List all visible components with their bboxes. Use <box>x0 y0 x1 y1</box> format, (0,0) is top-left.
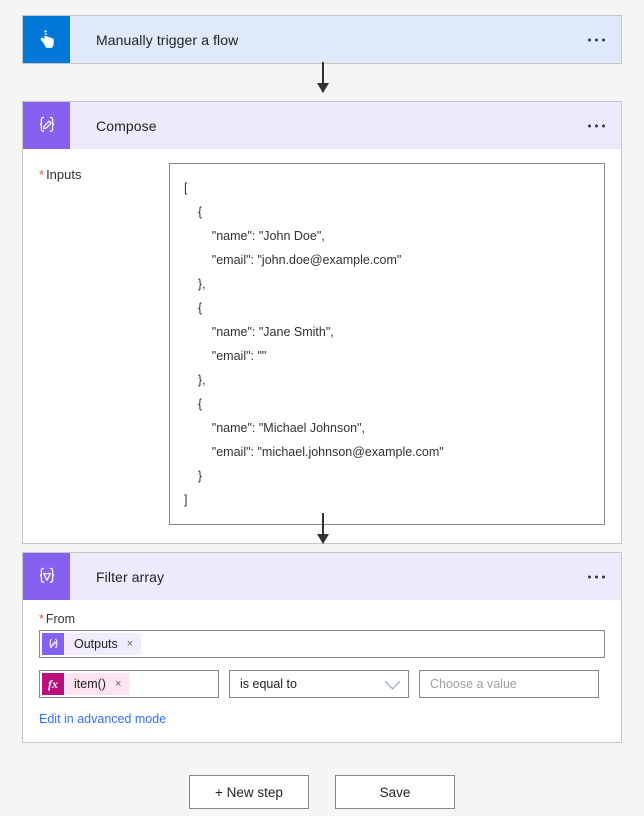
operator-selected-value: is equal to <box>240 677 297 691</box>
trigger-title: Manually trigger a flow <box>96 31 239 48</box>
close-icon[interactable]: × <box>114 677 122 690</box>
item-function-token[interactable]: fx item() × <box>42 673 130 695</box>
braces-pencil-icon <box>42 633 64 655</box>
ellipsis-dot <box>595 575 598 578</box>
footer-actions: + New step Save <box>0 775 644 809</box>
braces-pencil-icon <box>23 102 70 149</box>
condition-value-input[interactable]: Choose a value <box>419 670 599 698</box>
condition-left-input[interactable]: fx item() × <box>39 670 219 698</box>
inputs-label-text: Inputs <box>46 167 82 182</box>
ellipsis-dot <box>588 124 591 127</box>
filter-array-card[interactable]: Filter array *From <box>22 552 622 743</box>
connector-arrow-trigger-to-compose <box>317 62 329 93</box>
inputs-field-label: *Inputs <box>39 163 169 525</box>
braces-funnel-icon <box>23 553 70 600</box>
item-token-body: item() × <box>64 673 130 695</box>
edit-advanced-mode-link[interactable]: Edit in advanced mode <box>39 712 167 726</box>
condition-value-placeholder: Choose a value <box>430 677 517 691</box>
trigger-card[interactable]: Manually trigger a flow <box>22 15 622 64</box>
connector-arrow-compose-to-filter <box>317 513 329 544</box>
outputs-token[interactable]: Outputs × <box>42 633 142 655</box>
filter-array-card-header[interactable]: Filter array <box>23 553 621 600</box>
ellipsis-dot <box>588 575 591 578</box>
chevron-down-icon <box>384 673 401 689</box>
from-input[interactable]: Outputs × <box>39 630 605 658</box>
ellipsis-dot <box>595 38 598 41</box>
fx-glyph: fx <box>48 676 58 691</box>
ellipsis-dot <box>602 575 605 578</box>
outputs-token-body: Outputs × <box>64 633 142 655</box>
operator-dropdown[interactable]: is equal to <box>229 670 409 698</box>
ellipsis-dot <box>602 38 605 41</box>
ellipsis-dot <box>588 38 591 41</box>
from-field-label: *From <box>39 612 605 626</box>
compose-menu-button[interactable] <box>588 124 605 127</box>
compose-card-body: *Inputs [ { "name": "John Doe", "email":… <box>23 149 621 543</box>
ellipsis-dot <box>595 124 598 127</box>
save-button[interactable]: Save <box>335 775 455 809</box>
trigger-menu-button[interactable] <box>588 38 605 41</box>
compose-card-header[interactable]: Compose <box>23 102 621 149</box>
hand-tap-icon <box>23 16 70 63</box>
required-asterisk: * <box>39 167 45 182</box>
trigger-card-header[interactable]: Manually trigger a flow <box>23 16 621 63</box>
filter-array-menu-button[interactable] <box>588 575 605 578</box>
function-fx-icon: fx <box>42 673 64 695</box>
item-token-label: item() <box>74 677 106 691</box>
compose-card[interactable]: Compose *Inputs [ { "name": "John Doe", … <box>22 101 622 544</box>
close-icon[interactable]: × <box>126 637 134 650</box>
inputs-textarea[interactable]: [ { "name": "John Doe", "email": "john.d… <box>169 163 605 525</box>
ellipsis-dot <box>602 124 605 127</box>
outputs-token-label: Outputs <box>74 637 118 651</box>
compose-title: Compose <box>96 117 157 134</box>
filter-array-title: Filter array <box>96 568 165 585</box>
filter-array-card-body: *From Outputs × <box>23 600 621 742</box>
condition-row: fx item() × is equal to Choose a value <box>39 670 605 698</box>
from-label-text: From <box>45 612 76 626</box>
required-asterisk: * <box>39 612 44 626</box>
new-step-button[interactable]: + New step <box>189 775 309 809</box>
